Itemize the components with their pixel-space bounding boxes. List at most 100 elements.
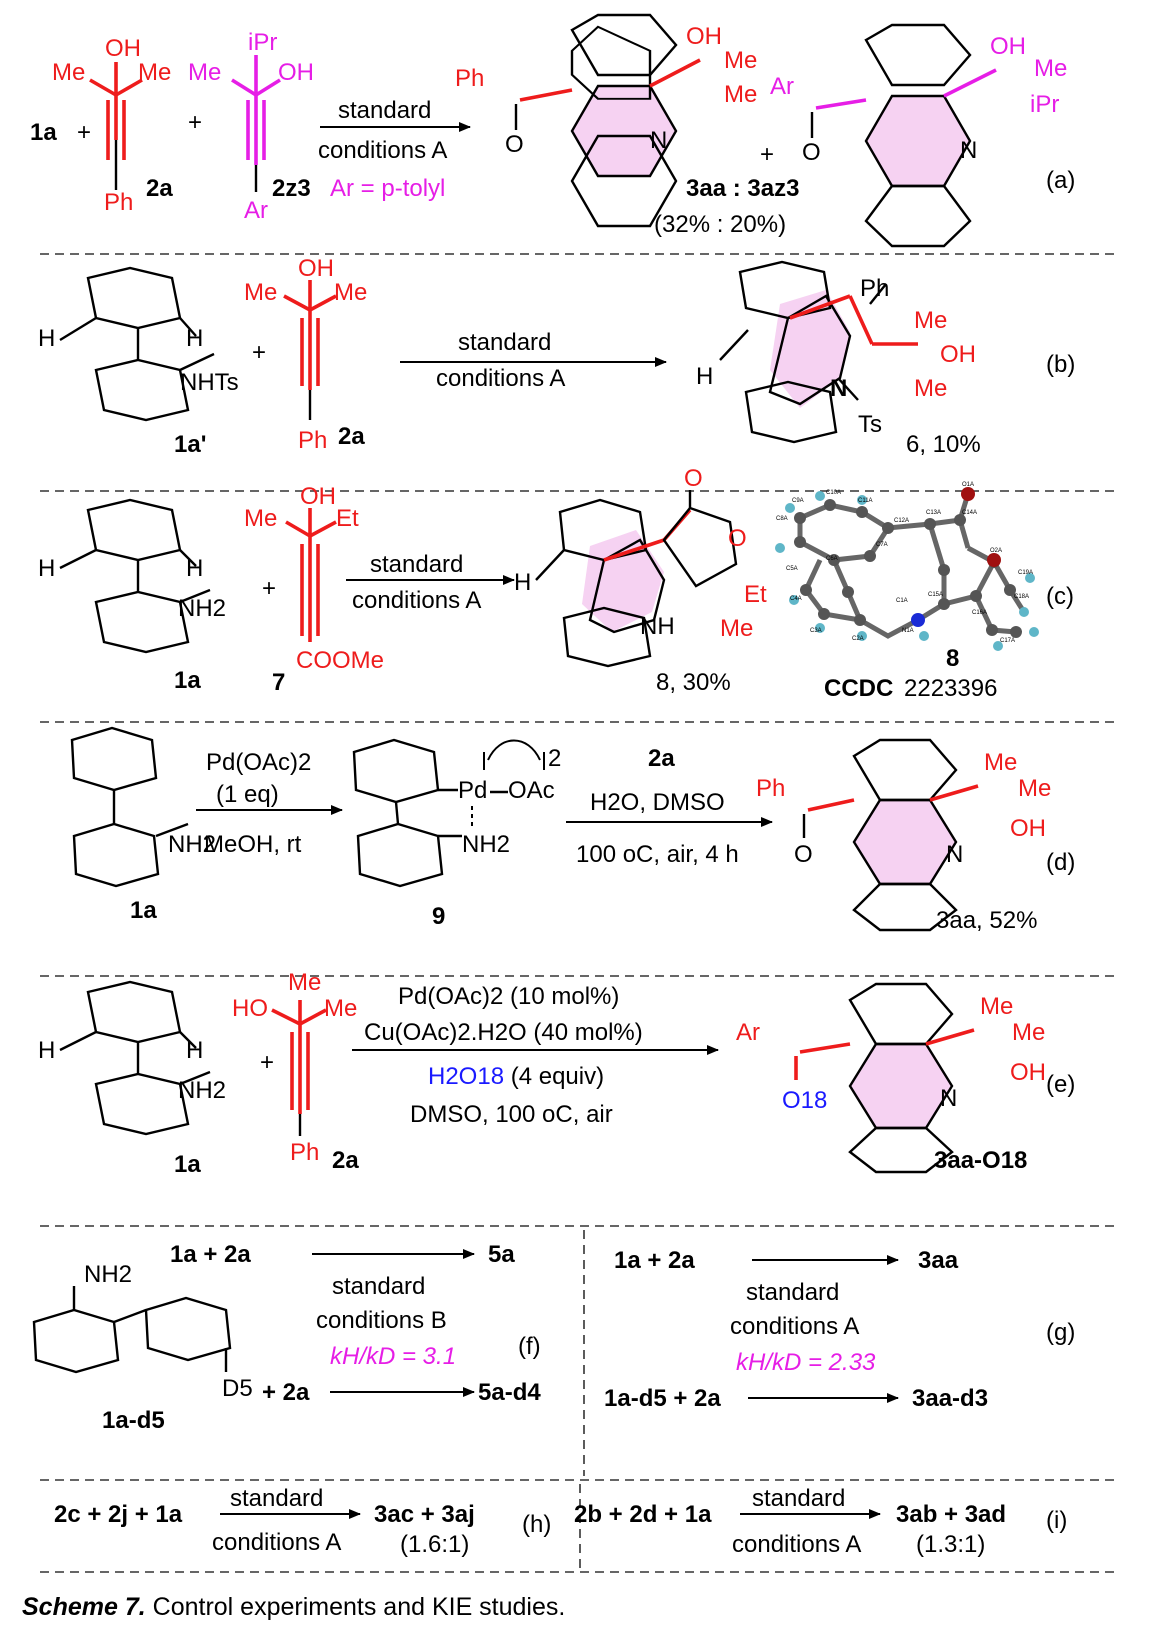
panel-h: 2c + 2j + 1a standard conditions A 3ac +… (54, 1485, 551, 1558)
label-ar: Ar (244, 197, 268, 224)
atom-label: C3A (810, 628, 822, 634)
molecule-1a: NH2 1a (70, 726, 216, 924)
label-nh: NH (640, 613, 675, 640)
condition-text: standard (230, 1485, 323, 1512)
label-me: Me (324, 995, 357, 1022)
figure-caption: Scheme 7. Control experiments and KIE st… (22, 1593, 565, 1622)
molecule-2a: HO Me Me Ph 2a (232, 969, 359, 1174)
caption-text: Control experiments and KIE studies. (145, 1593, 566, 1621)
xray-label: 8 (946, 645, 959, 672)
atom-label: C18A (1014, 594, 1029, 600)
product-yield: 3aa, 52% (936, 907, 1037, 934)
equation-right: 3aa-d3 (912, 1385, 988, 1412)
plus-sign: + (262, 575, 276, 602)
product-8: H O O Et Me NH (514, 465, 767, 668)
label-me: Me (914, 307, 947, 334)
label-et: Et (744, 581, 767, 608)
plus-sign: + (260, 1049, 274, 1076)
molecule-1a: H H NH2 1a (38, 980, 226, 1178)
product-3az3: Ar O N OH Me iPr (770, 23, 1067, 248)
label-n: N (946, 841, 963, 868)
label-2a: 2a (146, 175, 173, 202)
label-nh2: NH2 (178, 1077, 226, 1104)
label-n: N (830, 375, 847, 402)
label-me: Me (980, 993, 1013, 1020)
label-me: Me (984, 749, 1017, 776)
label-1a: 1a (174, 1151, 201, 1178)
panel-tag: (b) (1046, 351, 1075, 378)
label-oac: OAc (508, 777, 555, 804)
atom-label: O2A (990, 548, 1002, 554)
label-oh: OH (686, 23, 722, 50)
label-nh2: NH2 (168, 831, 216, 858)
condition-text: conditions A (732, 1531, 861, 1558)
label-me: Me (914, 375, 947, 402)
panel-tag: (a) (1046, 167, 1075, 194)
label-h: H (696, 363, 713, 390)
label-ar: Ar (770, 73, 794, 100)
label-et: Et (336, 505, 359, 532)
equation-right: 3aa (918, 1247, 959, 1274)
ratio-values: (32% : 20%) (654, 211, 786, 238)
label-me: Me (334, 279, 367, 306)
atom-label: C7A (876, 542, 888, 548)
molecule-7: Me OH Et COOMe 7 (244, 483, 384, 696)
panel-tag: (c) (1046, 583, 1074, 610)
atom-label: C9A (792, 498, 804, 504)
label-n: N (940, 1085, 957, 1112)
atom-label: O1A (962, 482, 974, 488)
atom-label: C10A (826, 490, 841, 496)
atom-label: C12A (894, 518, 909, 524)
panel-tag: (f) (518, 1333, 541, 1360)
label-1a: 1a (130, 897, 157, 924)
panel-tag: (d) (1046, 849, 1075, 876)
atom-label: C4A (790, 596, 802, 602)
label-me: Me (724, 81, 757, 108)
label-ph: Ph (104, 189, 133, 216)
product-3aa-o18: Ar O18 N Me Me OH (736, 982, 1046, 1174)
condition-text: conditions A (318, 137, 447, 164)
atom-label: C5A (786, 566, 798, 572)
label-o: O (794, 841, 813, 868)
label-2a: 2a (332, 1147, 359, 1174)
atom-label: C17A (1000, 638, 1015, 644)
equation-left: 1a-d5 + 2a (604, 1385, 721, 1412)
label-h: H (186, 1037, 203, 1064)
panel-d: NH2 1a Pd(OAc)2 (1 eq) MeOH, rt Pd OAc 2… (70, 726, 1075, 934)
label-nhts: NHTs (180, 369, 239, 396)
label-ph: Ph (290, 1139, 319, 1166)
condition-text: standard (332, 1273, 425, 1300)
label-ar: Ar (736, 1019, 760, 1046)
label-oh: OH (1010, 1059, 1046, 1086)
condition-text: H2O18 (4 equiv) (428, 1063, 604, 1090)
atom-label: C11A (858, 498, 873, 504)
label-9: 9 (432, 903, 445, 930)
label-ph: Ph (756, 775, 785, 802)
panel-tag: (i) (1046, 1507, 1067, 1534)
condition-text: Cu(OAc)2.H2O (40 mol%) (364, 1019, 643, 1046)
ccdc-label: CCDC (824, 675, 893, 702)
label-o: O (802, 139, 821, 166)
equation-left: 2c + 2j + 1a (54, 1501, 183, 1528)
label-me: Me (288, 969, 321, 996)
label-oh: OH (940, 341, 976, 368)
condition-text: conditions A (352, 587, 481, 614)
condition-text: standard (338, 97, 431, 124)
panel-tag: (g) (1046, 1319, 1075, 1346)
label-ipr: iPr (1030, 91, 1059, 118)
label-ph: Ph (860, 275, 889, 302)
condition-text: H2O, DMSO (590, 789, 725, 816)
label-coome: COOMe (296, 647, 384, 674)
product-3aa: Ph O N Me Me OH (756, 738, 1051, 932)
label-me: Me (52, 59, 85, 86)
label-me: Me (1034, 55, 1067, 82)
atom-label: C8A (776, 516, 788, 522)
panel-tag: (h) (522, 1511, 551, 1538)
label-o18: O18 (782, 1087, 827, 1114)
intermediate-9: Pd OAc 2 NH2 9 (352, 738, 561, 930)
product-yield: 6, 10% (906, 431, 981, 458)
label-oh: OH (1010, 815, 1046, 842)
ratio-labels: 3aa : 3az3 (686, 175, 799, 202)
equation-left: 1a + 2a (614, 1247, 695, 1274)
label-me: Me (138, 59, 171, 86)
